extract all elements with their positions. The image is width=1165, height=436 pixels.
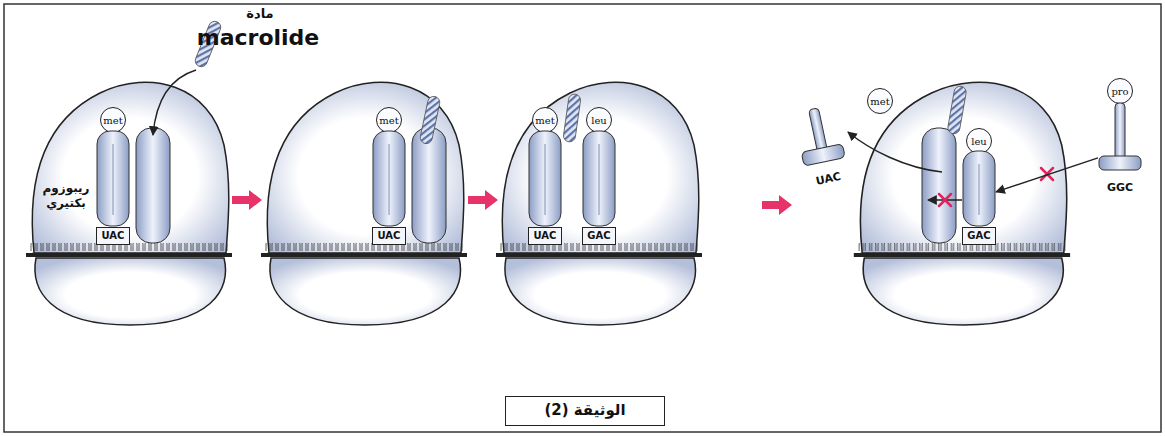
macrolide-molecule — [947, 85, 967, 134]
trna-molecule: UAC — [792, 104, 852, 193]
substance-label: مادة — [230, 6, 290, 22]
trna-groove — [545, 144, 546, 215]
amino-acid-name: met — [870, 96, 889, 107]
step-arrow — [232, 190, 262, 210]
anticodon: GGC — [1098, 178, 1142, 198]
step-arrow — [468, 190, 498, 210]
trna-groove — [979, 164, 980, 215]
trna-body — [963, 151, 995, 226]
step-arrow — [762, 195, 792, 215]
trna-body — [529, 131, 561, 226]
ribosome — [261, 82, 467, 325]
amino-acid-circle: met — [100, 107, 126, 133]
amino-acid-name: leu — [971, 136, 987, 147]
frame-border — [4, 4, 1161, 432]
block-cross — [939, 194, 951, 206]
trna-groove — [113, 144, 114, 215]
anticodon: UAC — [805, 165, 852, 194]
trna-molecule: GAC — [962, 150, 996, 245]
amino-acid-name: leu — [591, 115, 607, 126]
substance-name: macrolide — [193, 24, 323, 52]
release-arrow — [848, 132, 942, 172]
trna-stem — [1115, 103, 1125, 160]
ribosome — [496, 82, 702, 325]
ribosome-site — [412, 128, 446, 243]
ribosome-label: ريبوزوم بكتيري — [38, 181, 94, 211]
amino-acid-name: pro — [1111, 86, 1128, 97]
anticodon: UAC — [96, 227, 130, 245]
anticodon: GAC — [582, 227, 616, 245]
ribosome — [854, 82, 1070, 325]
trna-molecule: UAC — [372, 130, 406, 245]
trna-body — [373, 131, 405, 226]
macrolide-molecule — [419, 95, 441, 144]
ribosome — [26, 82, 232, 325]
trna-loop — [801, 144, 845, 166]
block-cross — [1041, 168, 1053, 180]
amino-acid-circle: pro — [1107, 78, 1133, 104]
ribosome-site — [922, 128, 956, 243]
macrolide-molecule — [563, 93, 582, 142]
anticodon: GAC — [962, 227, 996, 245]
trna-molecule: UAC — [96, 130, 130, 245]
document-caption: الوثيقة (2) — [505, 396, 665, 426]
amino-acid-name: met — [379, 115, 398, 126]
amino-acid-name: met — [535, 115, 554, 126]
anticodon: UAC — [372, 227, 406, 245]
trna-loop — [1099, 156, 1141, 170]
blocked-arrow — [996, 158, 1098, 192]
trna-molecule: GGC — [1098, 103, 1142, 198]
trna-body — [97, 131, 129, 226]
amino-acid-circle: leu — [586, 107, 612, 133]
amino-acid-name: met — [103, 115, 122, 126]
trna-stem — [809, 108, 828, 153]
ribosome-site — [136, 128, 170, 243]
amino-acid-circle: met — [532, 107, 558, 133]
amino-acid-circle: met — [867, 88, 893, 114]
amino-acid-circle: met — [376, 107, 402, 133]
trna-molecule: GAC — [582, 130, 616, 245]
trna-molecule: UAC — [528, 130, 562, 245]
anticodon: UAC — [528, 227, 562, 245]
trna-groove — [389, 144, 390, 215]
binding-arrow — [153, 70, 196, 135]
trna-body — [583, 131, 615, 226]
trna-groove — [599, 144, 600, 215]
amino-acid-circle: leu — [966, 128, 992, 154]
